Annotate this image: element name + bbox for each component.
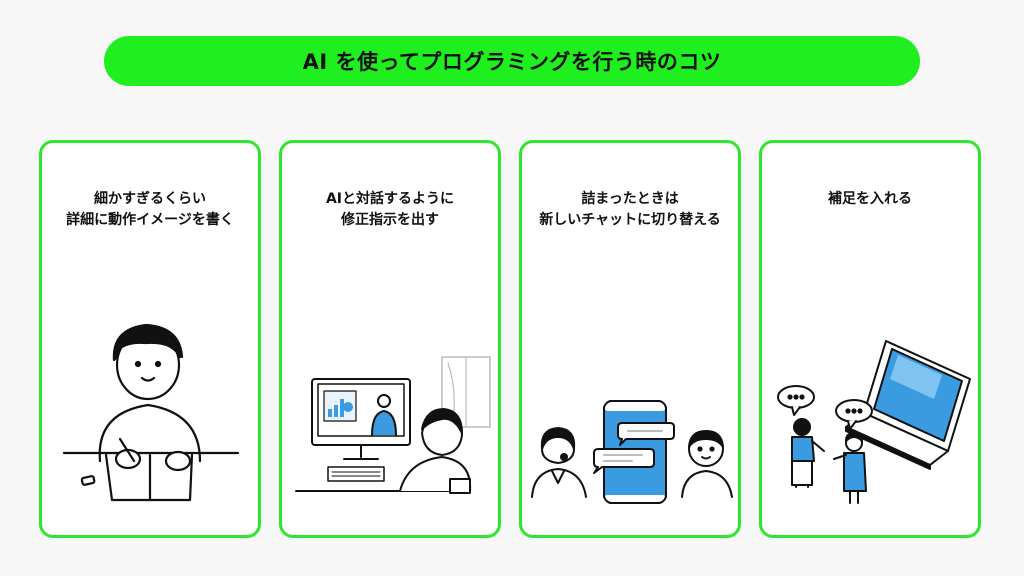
tip-card-text: AIと対話するように 修正指示を出す [325, 191, 455, 228]
laptop-conversation-icon [777, 340, 971, 504]
tip-card-3: 詰まったときは 新しいチャットに切り替える [519, 140, 741, 538]
person-writing-icon [62, 323, 240, 502]
title-banner: AI を使ってプログラミングを行う時のコツ [104, 36, 920, 86]
tip-card-text: 詰まったときは 新しいチャットに切り替える [539, 191, 721, 228]
tip-card-text: 補足を入れる [828, 191, 912, 207]
chat-phone-icon [531, 400, 733, 504]
page-title: AI を使ってプログラミングを行う時のコツ [302, 50, 722, 74]
video-call-icon [295, 356, 491, 494]
tip-card-2: AIと対話するように 修正指示を出す [279, 140, 501, 538]
tip-card-4: 補足を入れる [759, 140, 981, 538]
tip-card-text: 細かすぎるくらい 詳細に動作イメージを書く [66, 191, 234, 228]
tip-card-1: 細かすぎるくらい 詳細に動作イメージを書く [39, 140, 261, 538]
